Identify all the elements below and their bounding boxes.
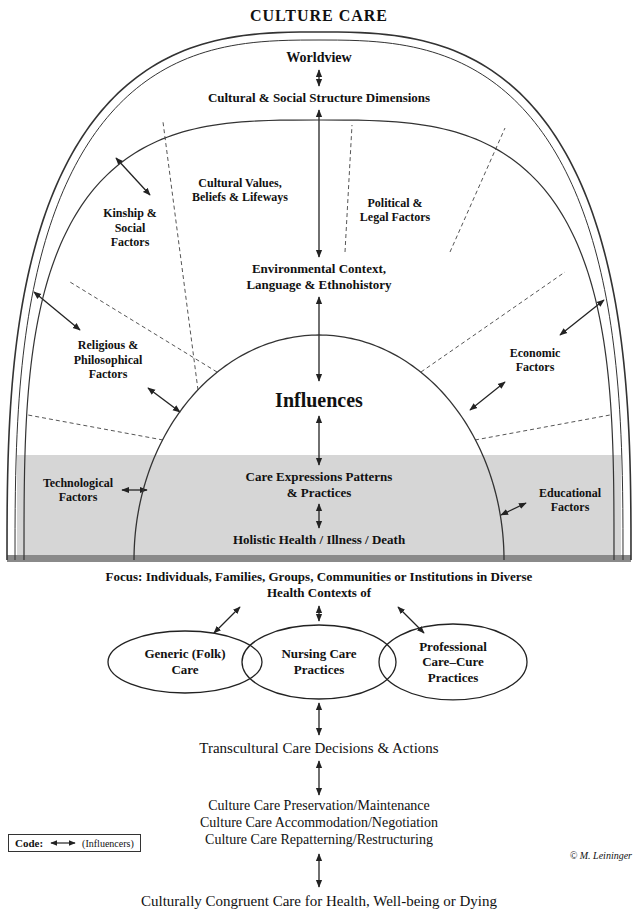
care-ellipse: Generic (Folk) Care (107, 630, 263, 694)
influence-arrow (318, 297, 319, 381)
node-text: Professional Care–Cure Practices (411, 639, 495, 686)
care-mode: Culture Care Accommodation/Negotiation (139, 815, 499, 832)
node-text: Care Expressions Patterns & Practices (244, 469, 394, 500)
node-text: Generic (Folk) Care (135, 646, 235, 677)
arch-outline (134, 335, 504, 560)
dashed-divider (475, 415, 610, 440)
node-text: Technological Factors (33, 476, 123, 505)
influence-arrow (214, 607, 240, 633)
influence-arrow (318, 70, 319, 86)
care-ellipse: Nursing Care Practices (241, 624, 397, 700)
legend-heading: Code: (15, 837, 43, 849)
arch-line (24, 120, 614, 560)
focus-note: Focus: Individuals, Families, Groups, Co… (101, 569, 537, 600)
influence-arrow (116, 158, 150, 195)
node-text: Religious & Philosophical Factors (63, 338, 153, 381)
influence-arrow (501, 503, 526, 515)
node-text: Worldview (249, 50, 389, 67)
influence-arrow (398, 607, 424, 633)
legend-item: (Influencers) (48, 838, 134, 849)
care-ellipse: Professional Care–Cure Practices (378, 623, 528, 701)
influence-arrow (318, 854, 319, 887)
outcome-heading: Culturally Congruent Care for Health, We… (99, 892, 539, 910)
author-credit: © M. Leininger (522, 850, 632, 862)
node-text: Economic Factors (500, 346, 570, 375)
node-text: Nursing Care Practices (274, 646, 364, 677)
care-mode: Culture Care Preservation/Maintenance (139, 798, 499, 815)
ellipse-line (108, 631, 262, 693)
node-text: Educational Factors (530, 486, 610, 515)
influence-arrow (148, 388, 180, 412)
influence-arrow (470, 382, 505, 410)
dashed-divider (345, 125, 352, 252)
influence-arrow (318, 606, 319, 621)
legend-box: Code: (Influencers) (8, 834, 141, 852)
worldview-arch: WorldviewCultural & Social Structure Dim… (7, 32, 631, 560)
shaded-band (17, 455, 621, 555)
horizon-bar (7, 555, 631, 562)
node-text: Environmental Context, Language & Ethnoh… (232, 261, 407, 292)
influence-arrow (318, 703, 319, 735)
node-text: Cultural Values, Beliefs & Lifeways (186, 176, 294, 205)
node-text: Influences (244, 388, 394, 412)
influence-arrow (34, 292, 80, 330)
arch-inner-line (15, 40, 623, 560)
diagram-title: CULTURE CARE (169, 6, 469, 25)
node-text: Political & Legal Factors (359, 196, 431, 225)
decision-heading: Transcultural Care Decisions & Actions (119, 739, 519, 757)
arch-line (134, 335, 504, 560)
dimensions-arch: Kinship & Social Factors Cultural Values,… (24, 120, 614, 560)
influence-arrow (318, 761, 319, 795)
ellipse-line (379, 624, 527, 700)
influence-arrow (318, 416, 319, 465)
legend-text: (Influencers) (82, 838, 134, 849)
dashed-divider (28, 415, 163, 440)
node-text: Cultural & Social Structure Dimensions (169, 90, 469, 106)
influences-arch: InfluencesCare Expressions Patterns & Pr… (134, 335, 504, 560)
node-text: Kinship & Social Factors (95, 206, 165, 249)
dashed-divider (163, 122, 198, 390)
dashed-divider (450, 128, 505, 252)
care-mode: Culture Care Repatterning/Restructuring (139, 832, 499, 849)
ellipse-line (242, 625, 396, 699)
arch-line (7, 32, 631, 560)
influence-arrow (318, 110, 319, 257)
node-text: Holistic Health / Illness / Death (189, 532, 449, 548)
legend-swatch (48, 838, 78, 848)
influence-arrow (318, 504, 319, 528)
